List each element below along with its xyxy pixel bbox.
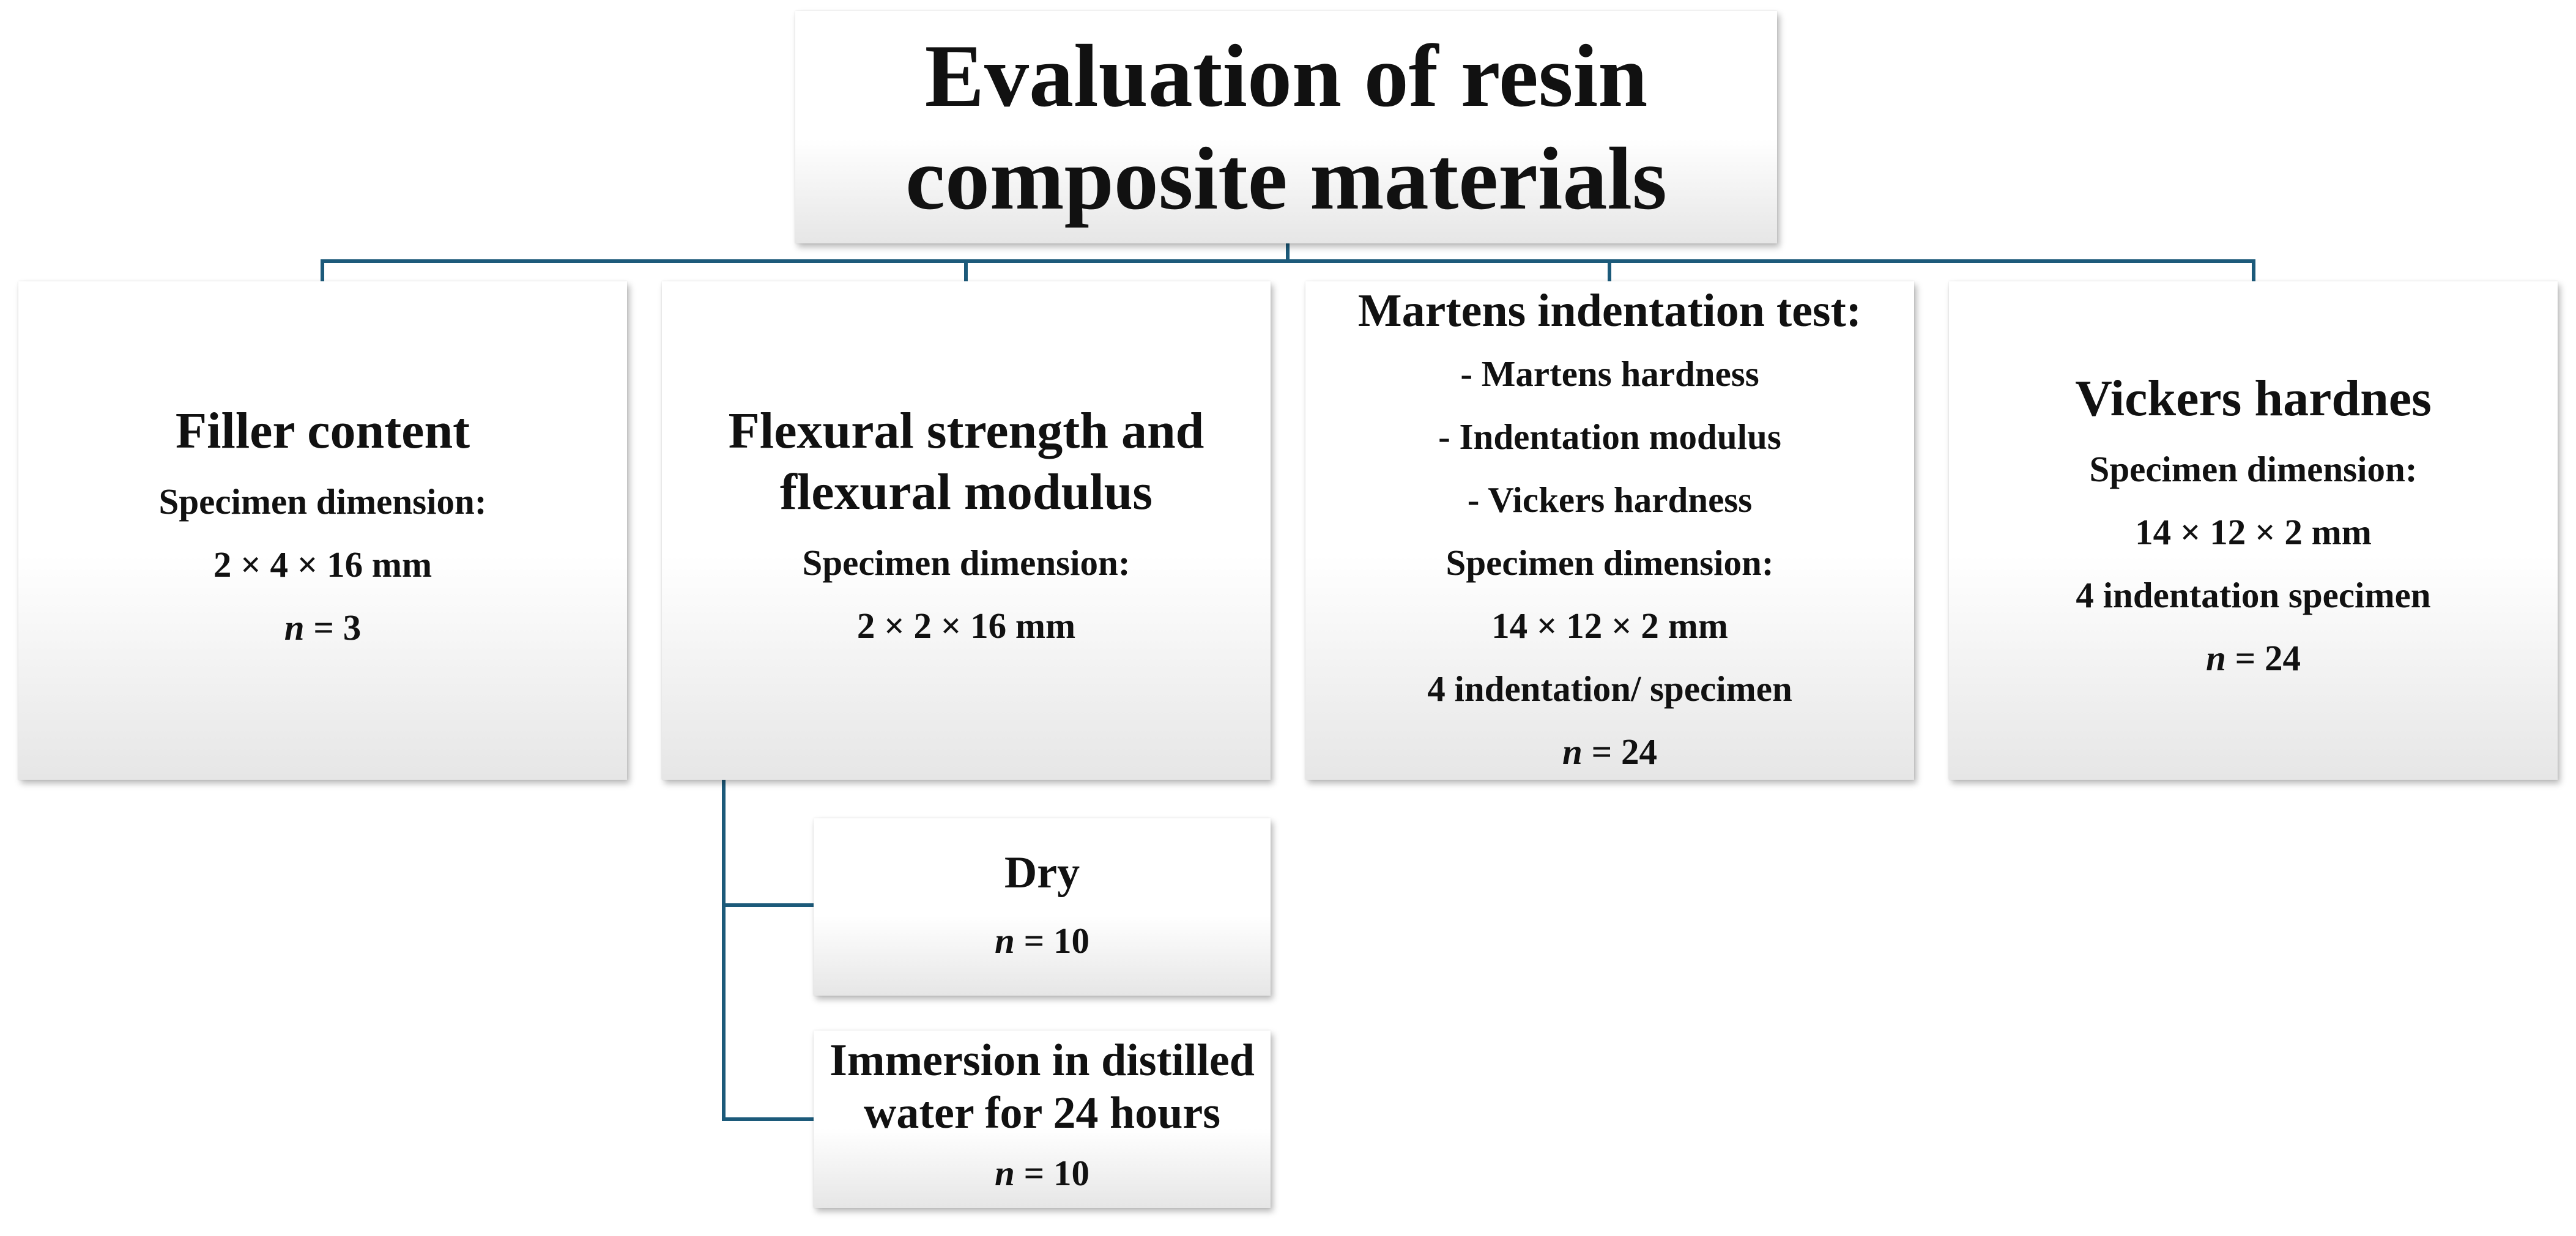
filler-n-symbol: n: [284, 607, 305, 648]
vickers-n-symbol: n: [2206, 638, 2226, 678]
root-title-line1: Evaluation of resin: [924, 26, 1648, 125]
vickers-title: Vickers hardnes: [2075, 370, 2432, 427]
connector-to-filler: [321, 259, 324, 281]
filler-dimension-label: Specimen dimension:: [158, 481, 487, 522]
connector-horizontal-bus: [321, 259, 2255, 263]
vickers-dimension-value: 14 × 12 × 2 mm: [2135, 512, 2372, 552]
connector-to-dry: [722, 903, 814, 907]
vickers-indentation-note: 4 indentation specimen: [2076, 575, 2431, 615]
martens-dimension-label: Specimen dimension:: [1446, 542, 1774, 583]
martens-indentation-note: 4 indentation/ specimen: [1427, 668, 1792, 709]
martens-box: Martens indentation test: - Martens hard…: [1305, 281, 1914, 780]
flexural-title-line1: Flexural strength and: [728, 402, 1204, 459]
filler-title: Filler content: [175, 402, 470, 459]
martens-title: Martens indentation test:: [1357, 285, 1862, 336]
filler-content-box: Filler content Specimen dimension: 2 × 4…: [18, 281, 627, 780]
root-node-box: Evaluation of resin composite materials: [795, 11, 1777, 243]
martens-sample-size: n = 24: [1562, 720, 1657, 783]
immersion-sample-size: n = 10: [995, 1142, 1089, 1205]
martens-n-value: = 24: [1582, 731, 1657, 772]
dry-sample-size: n = 10: [995, 909, 1089, 972]
immersion-n-value: = 10: [1014, 1152, 1089, 1193]
immersion-title-line2: water for 24 hours: [863, 1087, 1221, 1138]
martens-item-indentation-modulus: - Indentation modulus: [1438, 416, 1781, 457]
connector-root-down: [1286, 243, 1290, 263]
martens-item-martens-hardness: - Martens hardness: [1460, 353, 1759, 394]
vickers-box: Vickers hardnes Specimen dimension: 14 ×…: [1949, 281, 2558, 780]
flexural-dimension-value: 2 × 2 × 16 mm: [856, 605, 1076, 646]
vickers-n-value: = 24: [2225, 638, 2301, 678]
dry-title: Dry: [1004, 847, 1080, 898]
filler-dimension-value: 2 × 4 × 16 mm: [213, 544, 432, 585]
dry-n-value: = 10: [1014, 920, 1089, 961]
filler-sample-size: n = 3: [284, 596, 361, 659]
connector-to-immersion: [722, 1117, 814, 1121]
connector-to-martens: [1608, 259, 1611, 281]
flexural-box: Flexural strength and flexural modulus S…: [662, 281, 1271, 780]
root-title-line2: composite materials: [905, 129, 1667, 228]
dry-n-symbol: n: [995, 920, 1015, 961]
connector-flexural-trunk: [722, 780, 726, 1121]
vickers-dimension-label: Specimen dimension:: [2089, 449, 2418, 489]
flexural-title-line2: flexural modulus: [779, 464, 1153, 520]
immersion-title-line1: Immersion in distilled: [830, 1035, 1255, 1086]
martens-n-symbol: n: [1562, 731, 1583, 772]
vickers-sample-size: n = 24: [2206, 627, 2301, 690]
martens-item-vickers-hardness: - Vickers hardness: [1467, 479, 1753, 520]
filler-n-value: = 3: [304, 607, 362, 648]
martens-dimension-value: 14 × 12 × 2 mm: [1491, 605, 1728, 646]
connector-to-flexural: [964, 259, 968, 281]
immersion-n-symbol: n: [995, 1152, 1015, 1193]
immersion-condition-box: Immersion in distilled water for 24 hour…: [814, 1031, 1271, 1208]
connector-to-vickers: [2252, 259, 2255, 281]
dry-condition-box: Dry n = 10: [814, 818, 1271, 996]
flexural-dimension-label: Specimen dimension:: [802, 542, 1130, 583]
